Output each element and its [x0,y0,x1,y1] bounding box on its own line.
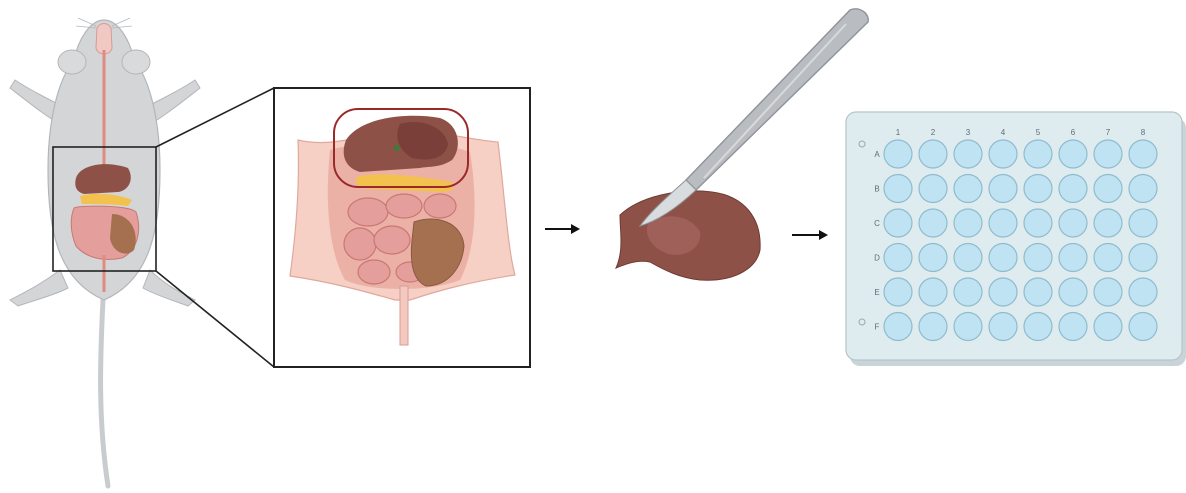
plate-well [919,175,947,203]
plate-well [989,175,1017,203]
plate-well [1094,140,1122,168]
plate-well [1059,140,1087,168]
plate-well [919,244,947,272]
plate-well [1059,278,1087,306]
plate-column-label: 6 [1071,128,1076,137]
plate-well [884,140,912,168]
mouse-hind-leg-right [143,270,195,306]
scalpel-icon [640,9,868,226]
plate-well [1059,175,1087,203]
plate-well [919,313,947,341]
plate-well [1129,140,1157,168]
plate-well [989,313,1017,341]
mouse-hind-leg-left [10,270,68,306]
plate-well [919,140,947,168]
plate-column-label: 1 [896,128,901,137]
plate-well [1129,278,1157,306]
zoom-gallbladder [394,145,400,151]
plate-well [954,313,982,341]
plate-well [954,140,982,168]
plate-well [1094,209,1122,237]
plate-well [1129,209,1157,237]
plate-well [1094,175,1122,203]
plate-well [989,209,1017,237]
plate-row-label: A [874,150,880,159]
plate-well [884,313,912,341]
plate-well [1024,244,1052,272]
plate-well [954,278,982,306]
plate-column-label: 5 [1036,128,1041,137]
zoom-rectum [400,286,408,345]
plate-well [1129,313,1157,341]
plate-column-label: 7 [1106,128,1111,137]
plate-well [989,244,1017,272]
plate-column-label: 2 [931,128,936,137]
plate-well [1024,313,1052,341]
plate-well [884,278,912,306]
arrow-right-icon [545,224,580,234]
mouse-ear-left [58,50,86,74]
plate-row-label: B [874,185,879,194]
plate-well [884,209,912,237]
zoom-line-bottom [156,271,274,367]
plate-well [884,175,912,203]
plate-well [1129,175,1157,203]
plate-well [1059,209,1087,237]
plate-column-label: 4 [1001,128,1006,137]
well-plate-icon: 1 2 3 4 5 6 7 8 A B C D E F [846,112,1186,366]
mouse-tail [101,300,108,486]
plate-column-label: 3 [966,128,971,137]
plate-well [954,175,982,203]
plate-well [1129,244,1157,272]
plate-well [1024,278,1052,306]
plate-well [1094,313,1122,341]
plate-well [989,278,1017,306]
plate-well [1024,209,1052,237]
mouse-head-organs [96,24,112,55]
plate-well [1094,278,1122,306]
plate-well [1059,244,1087,272]
plate-row-label: D [874,254,880,263]
plate-well [919,209,947,237]
liver-icon [616,191,760,280]
plate-row-label: C [874,219,880,228]
plate-row-label: F [875,323,880,332]
plate-well [954,244,982,272]
mouse-ear-right [122,50,150,74]
arrow-right-icon [792,230,828,240]
plate-column-label: 8 [1141,128,1146,137]
plate-well [1059,313,1087,341]
plate-well [989,140,1017,168]
plate-well [1024,175,1052,203]
plate-well [1024,140,1052,168]
plate-well [1094,244,1122,272]
mouse-icon [10,18,200,486]
plate-row-label: E [874,288,879,297]
plate-well [954,209,982,237]
plate-well [919,278,947,306]
abdomen-zoom-panel [274,88,530,367]
plate-well [884,244,912,272]
